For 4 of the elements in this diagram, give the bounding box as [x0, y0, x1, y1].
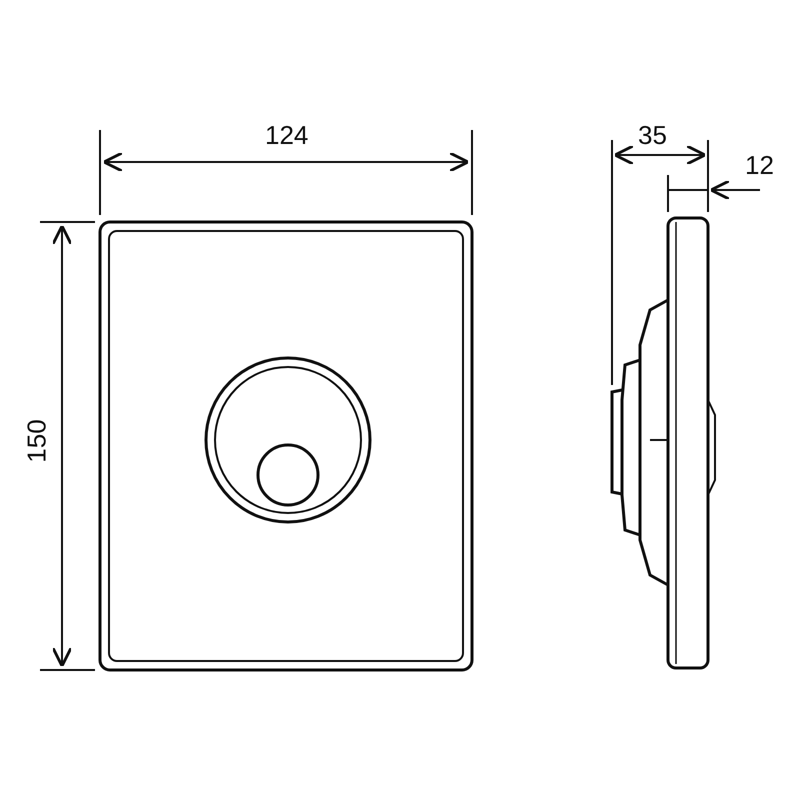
- dimension-label: 35: [638, 122, 667, 148]
- dimension-label: 12: [745, 152, 774, 178]
- dimension-label: 124: [265, 122, 308, 148]
- dimension-label: 150: [24, 419, 50, 463]
